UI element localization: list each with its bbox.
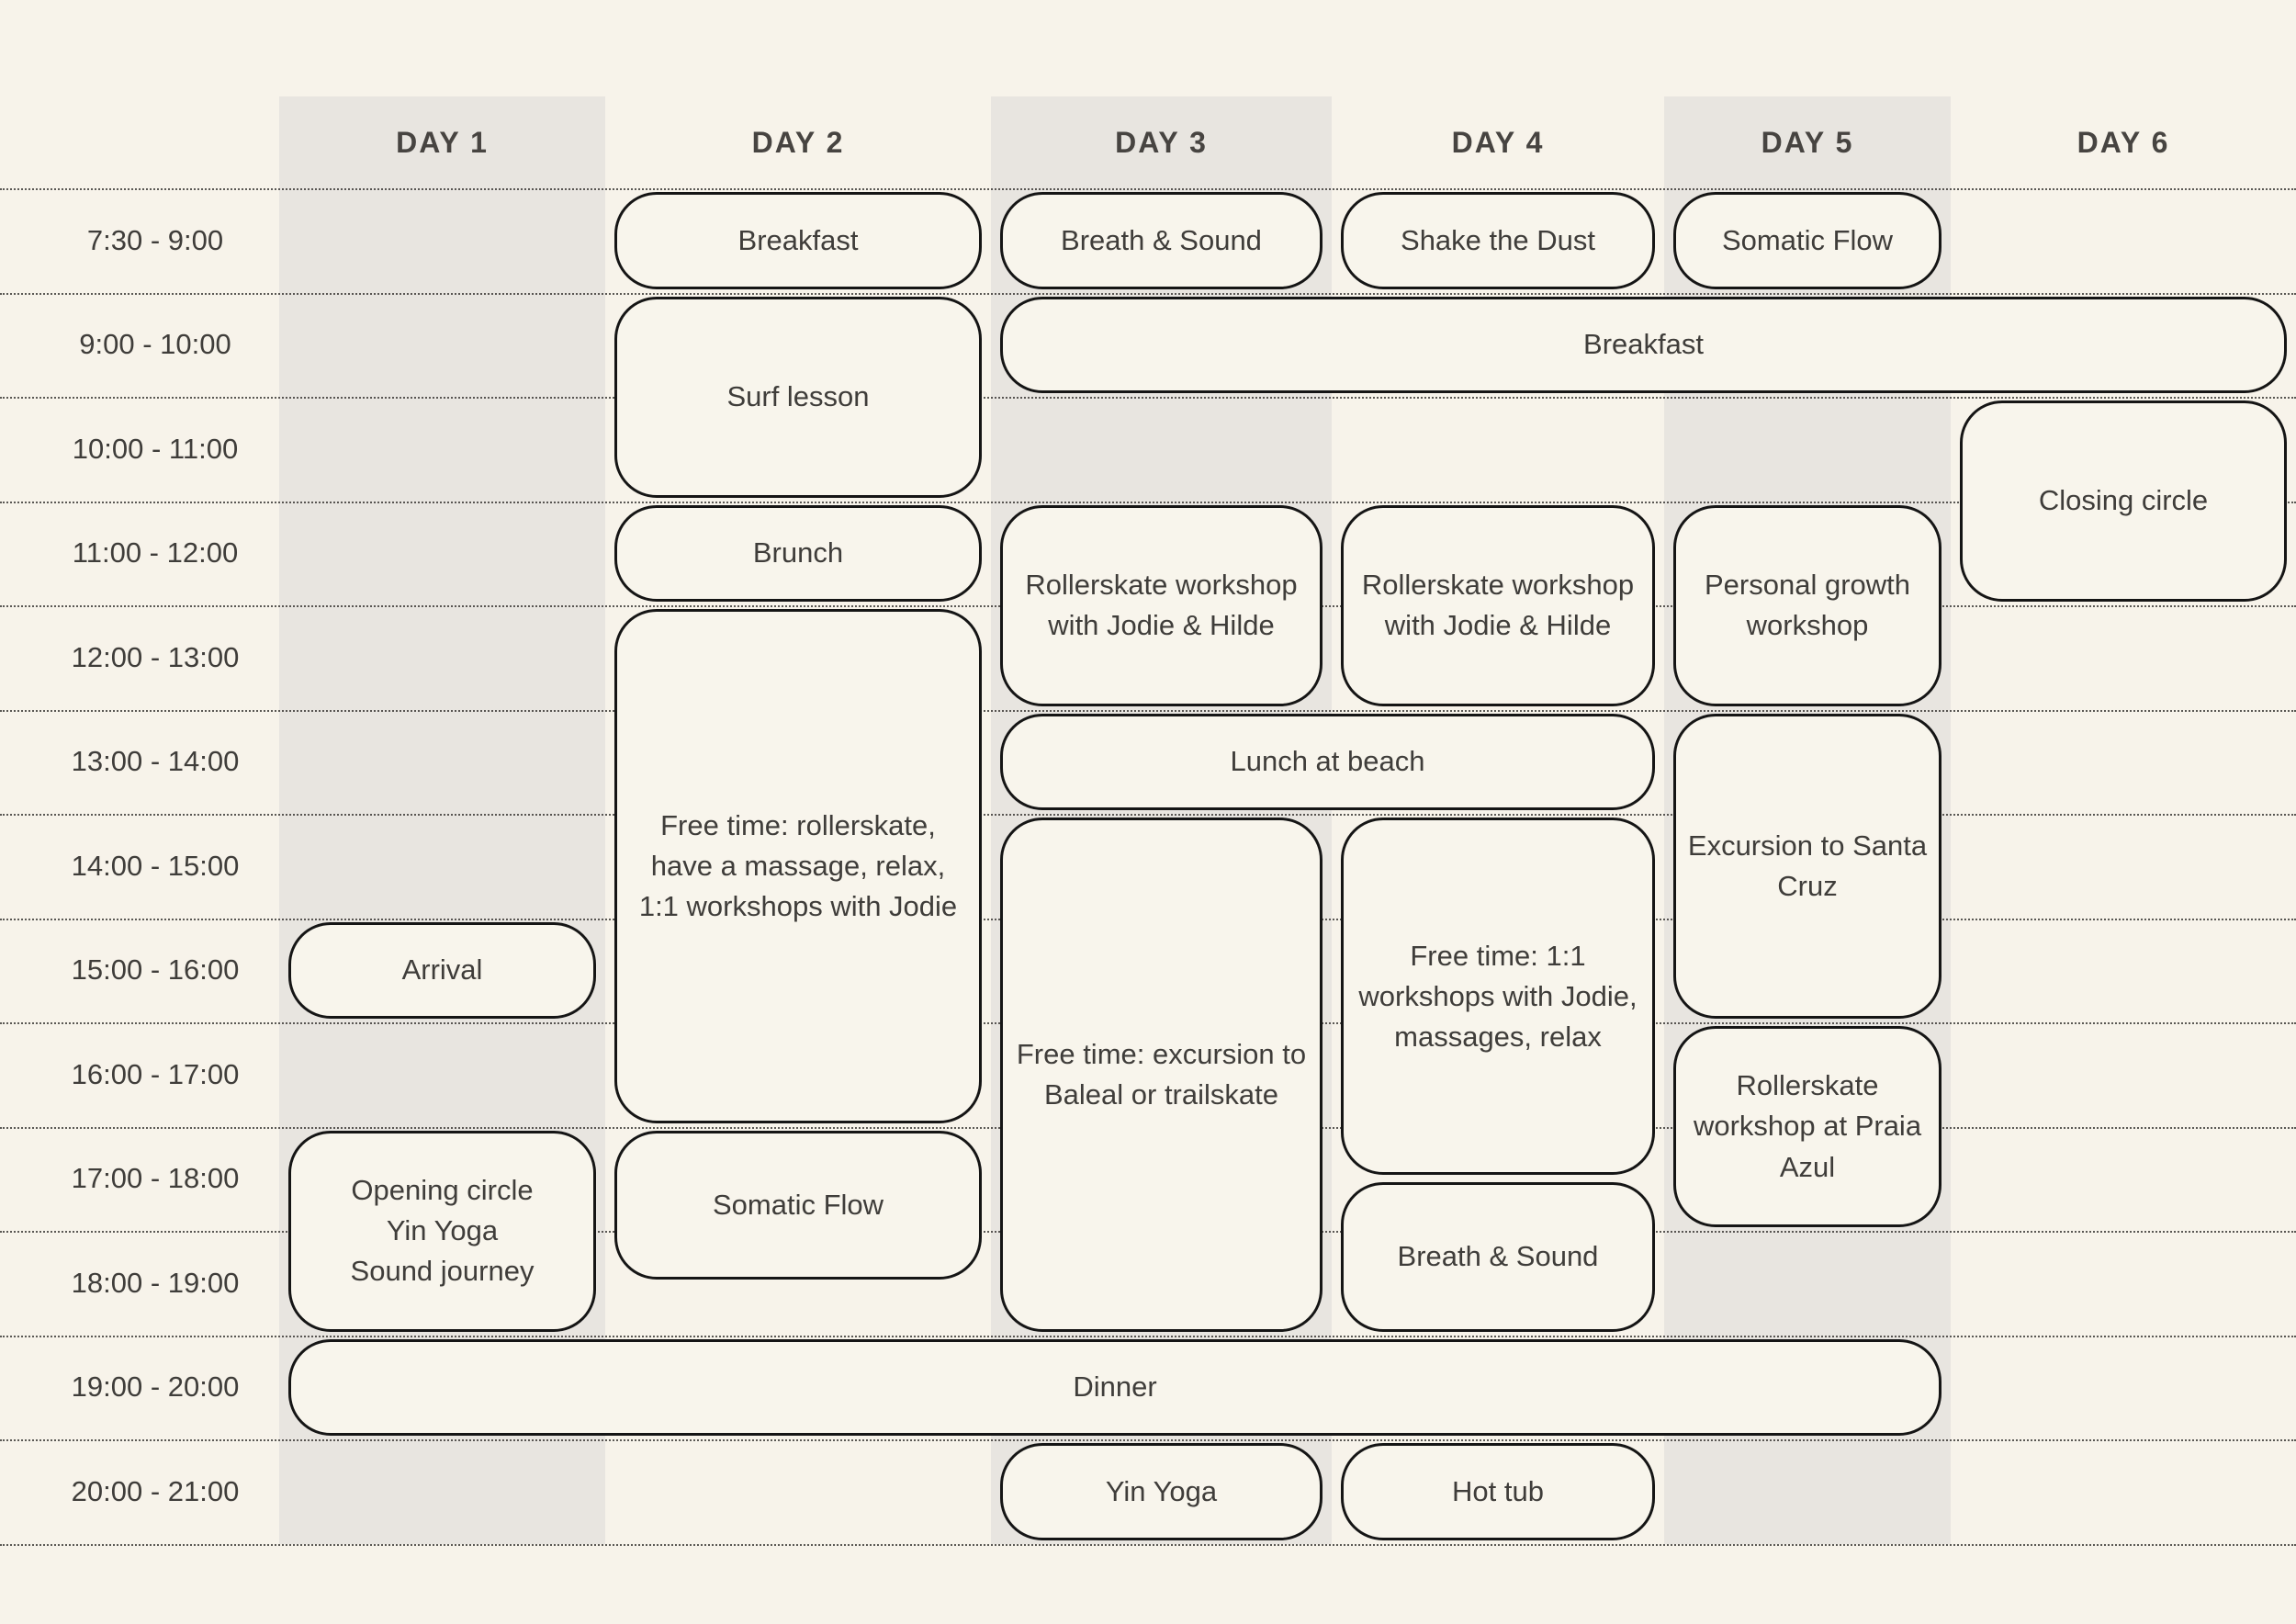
event-personal-growth-workshop-day5[interactable]: Personal growth workshop: [1673, 504, 1941, 706]
event-breakfast-day2[interactable]: Breakfast: [614, 192, 982, 289]
event-closing-circle-day6[interactable]: Closing circle: [1960, 400, 2287, 602]
event-brunch-day2[interactable]: Brunch: [614, 504, 982, 602]
time-slot-8: 15:00 - 16:00: [71, 953, 240, 987]
event-rollerskate-workshop-praia-azul-day5[interactable]: Rollerskate workshop at Praia Azul: [1673, 1026, 1941, 1227]
event-yin-yoga-day3-evening[interactable]: Yin Yoga: [1000, 1443, 1322, 1540]
event-dinner-days1-5[interactable]: Dinner: [288, 1338, 1941, 1436]
day-header-6: DAY 6: [2077, 125, 2170, 159]
event-shake-the-dust-day4[interactable]: Shake the Dust: [1341, 192, 1655, 289]
time-slot-9: 16:00 - 17:00: [71, 1057, 240, 1090]
event-arrival-day1[interactable]: Arrival: [288, 921, 596, 1019]
time-slot-13: 20:00 - 21:00: [71, 1474, 240, 1507]
event-free-time-day2[interactable]: Free time: rollerskate, have a massage, …: [614, 609, 982, 1123]
time-slot-1: 7:30 - 9:00: [86, 223, 224, 256]
event-surf-lesson-day2[interactable]: Surf lesson: [614, 296, 982, 498]
event-somatic-flow-day5-morning[interactable]: Somatic Flow: [1673, 192, 1941, 289]
time-slot-5: 12:00 - 13:00: [71, 640, 240, 673]
row-gridline: [0, 709, 2296, 712]
row-gridline: [0, 1439, 2296, 1441]
time-slot-4: 11:00 - 12:00: [72, 536, 239, 570]
row-gridline: [0, 397, 2296, 399]
time-slot-11: 18:00 - 19:00: [71, 1266, 240, 1299]
time-slot-7: 14:00 - 15:00: [71, 849, 240, 882]
event-opening-circle-day1[interactable]: Opening circle Yin Yoga Sound journey: [288, 1130, 596, 1332]
event-hot-tub-day4[interactable]: Hot tub: [1341, 1443, 1655, 1540]
event-excursion-santa-cruz-day5[interactable]: Excursion to Santa Cruz: [1673, 713, 1941, 1019]
event-breath-and-sound-day3-morning[interactable]: Breath & Sound: [1000, 192, 1322, 289]
time-slot-6: 13:00 - 14:00: [71, 745, 240, 778]
event-lunch-at-beach-days3-4[interactable]: Lunch at beach: [1000, 713, 1655, 810]
event-rollerskate-workshop-day3[interactable]: Rollerskate workshop with Jodie & Hilde: [1000, 504, 1322, 706]
event-free-time-day4[interactable]: Free time: 1:1 workshops with Jodie, mas…: [1341, 818, 1655, 1176]
row-gridline: [0, 292, 2296, 295]
row-gridline: [0, 814, 2296, 816]
row-gridline: [0, 1335, 2296, 1337]
time-slot-12: 19:00 - 20:00: [71, 1370, 240, 1404]
day-header-1: DAY 1: [396, 125, 489, 159]
event-breath-and-sound-day4-evening[interactable]: Breath & Sound: [1341, 1182, 1655, 1332]
time-slot-2: 9:00 - 10:00: [79, 328, 231, 361]
row-gridline: [0, 501, 2296, 503]
row-gridline: [0, 1543, 2296, 1546]
event-breakfast-days3-6[interactable]: Breakfast: [1000, 296, 2287, 393]
event-somatic-flow-day2-evening[interactable]: Somatic Flow: [614, 1130, 982, 1280]
event-rollerskate-workshop-day4[interactable]: Rollerskate workshop with Jodie & Hilde: [1341, 504, 1655, 706]
row-gridline: [0, 188, 2296, 190]
day-header-4: DAY 4: [1451, 125, 1545, 159]
time-slot-3: 10:00 - 11:00: [72, 432, 239, 465]
day-header-5: DAY 5: [1761, 125, 1854, 159]
day-header-2: DAY 2: [751, 125, 845, 159]
time-slot-10: 17:00 - 18:00: [71, 1162, 240, 1195]
event-free-time-day3[interactable]: Free time: excursion to Baleal or trails…: [1000, 818, 1322, 1332]
day-header-3: DAY 3: [1115, 125, 1208, 159]
